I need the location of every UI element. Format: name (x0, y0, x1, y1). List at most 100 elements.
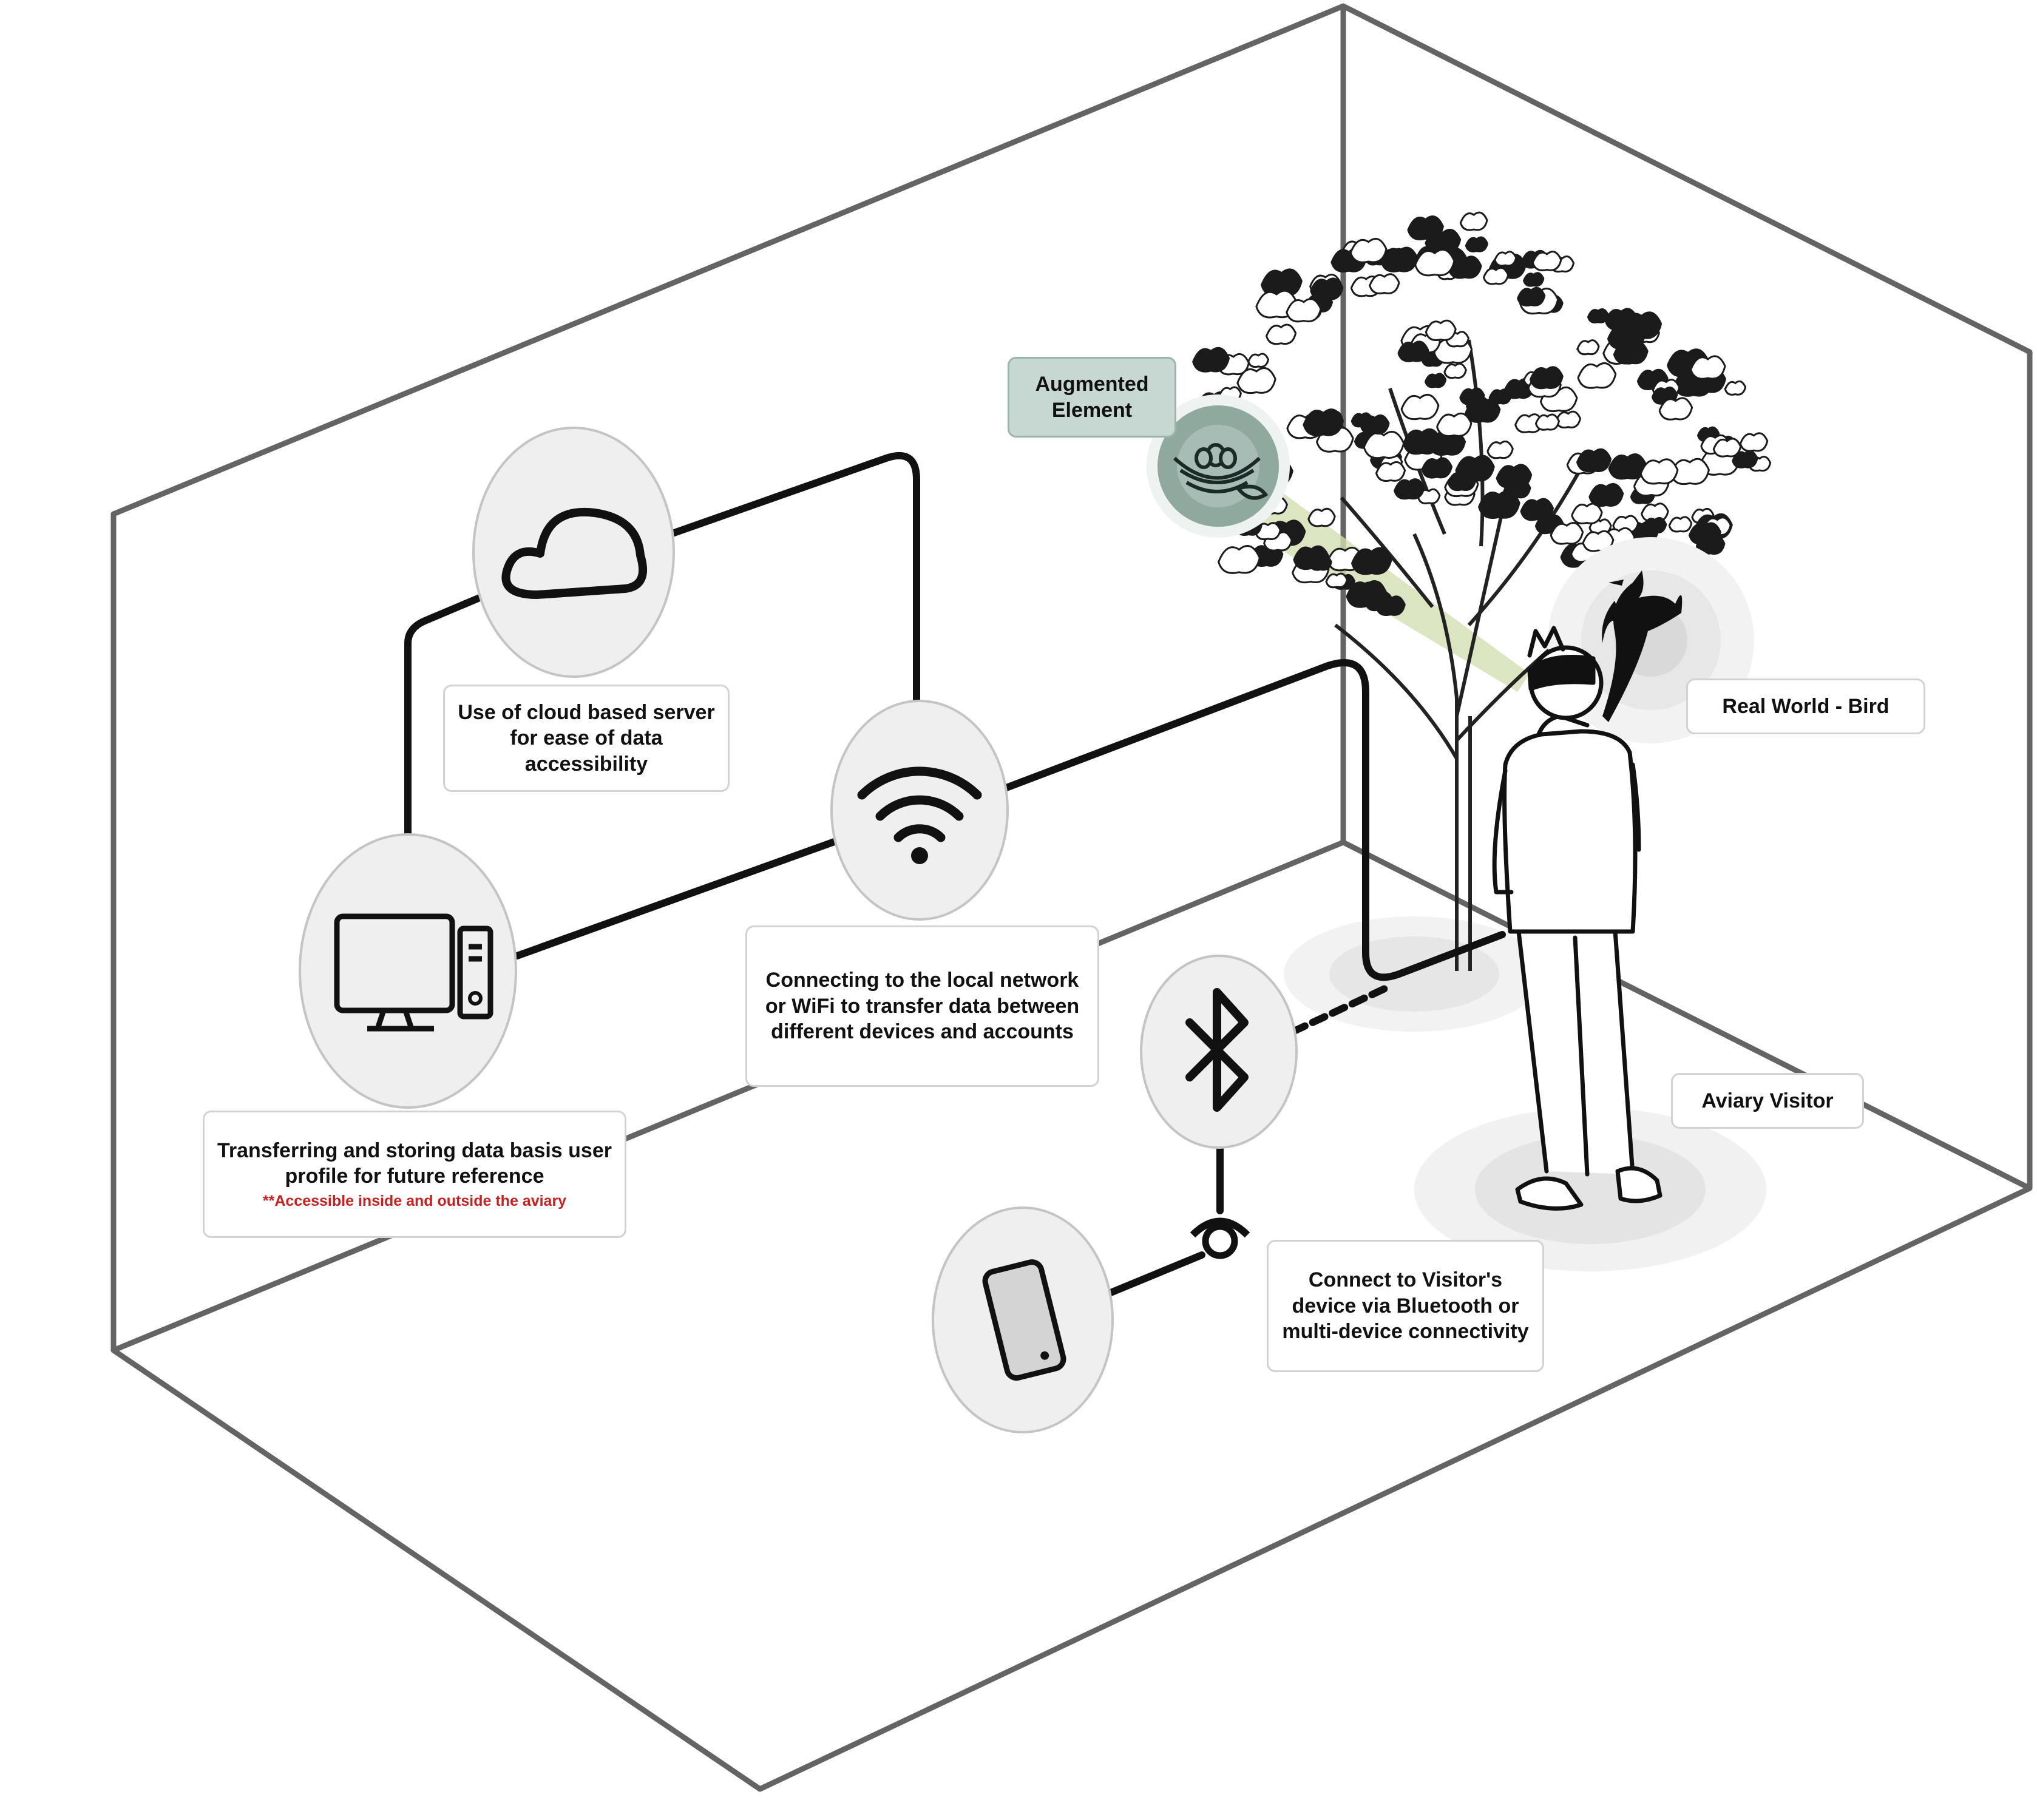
tree-leaf-cluster (1668, 516, 1693, 533)
cloud-node (472, 427, 675, 678)
tree-leaf-cluster (1486, 440, 1514, 459)
tree-leaf-cluster (1435, 412, 1473, 438)
tree-leaf-cluster (1534, 413, 1561, 431)
visitor-label-text: Aviary Visitor (1701, 1089, 1834, 1112)
tree-leaf-cluster (1351, 547, 1392, 575)
tree-leaf-cluster (1582, 530, 1615, 552)
tree-leaf-cluster (1576, 339, 1600, 356)
tree-leaf-cluster (1494, 251, 1517, 267)
tree-leaf-cluster (1465, 236, 1489, 252)
connection-hub (1190, 1217, 1250, 1259)
tree-leaf-cluster (1218, 545, 1261, 574)
tree-leaf-cluster (1397, 340, 1429, 362)
tree-leaf-cluster (1286, 298, 1322, 323)
tree-icon (1171, 211, 1772, 971)
tree-leaf-cluster (1236, 367, 1276, 394)
cloud-icon (501, 507, 648, 599)
tree-leaf-cluster (1360, 414, 1390, 435)
tree-leaf-cluster (1447, 471, 1477, 492)
tree-leaf-cluster (1448, 255, 1482, 279)
bird-nest-icon (1173, 443, 1269, 500)
connector-computer-wifi (513, 837, 841, 959)
tree-leaf-cluster (1303, 408, 1344, 436)
bluetooth-label: Connect to Visitor's device via Bluetoot… (1267, 1240, 1544, 1372)
tree-leaf-cluster (1309, 555, 1332, 571)
wifi-icon (857, 766, 982, 842)
cloud-label-text: Use of cloud based server for ease of da… (458, 700, 715, 776)
tree-leaf-cluster (1639, 458, 1679, 485)
tree-leaf-cluster (1571, 502, 1603, 525)
tree-leaf-cluster (1393, 478, 1425, 500)
tree-leaf-cluster (1522, 272, 1545, 287)
tree-leaf-cluster (1375, 461, 1406, 482)
tree-leaf-cluster (1325, 572, 1348, 589)
visitor-with-headset-icon (1492, 626, 1662, 1211)
tree-leaf-cluster (1739, 432, 1769, 452)
tree-leaf-cluster (1482, 266, 1510, 285)
tree-leaf-cluster (1531, 251, 1562, 271)
cloud-label: Use of cloud based server for ease of da… (443, 685, 730, 792)
tree-leaf-cluster (1641, 502, 1669, 523)
bird-icon (1602, 570, 1683, 722)
tree-leaf-cluster (1417, 488, 1441, 504)
tree-leaf-cluster (1265, 323, 1297, 345)
tree-leaf-cluster (1712, 438, 1742, 458)
tree-leaf-cluster (1577, 362, 1617, 389)
tree-leaf-cluster (1424, 373, 1447, 388)
tree-leaf-cluster (1369, 273, 1400, 295)
tree-leaf-cluster (1402, 428, 1442, 455)
visitor-label: Aviary Visitor (1671, 1073, 1864, 1129)
wifi-label-text: Connecting to the local network or WiFi … (765, 969, 1080, 1044)
room-back-wall-right (1341, 3, 2033, 1191)
tree-leaf-cluster (1310, 277, 1344, 300)
tree-leaf-cluster (1363, 430, 1405, 459)
tree-leaf-cluster (1496, 464, 1533, 489)
tree-leaf-cluster (1732, 450, 1758, 469)
tree-leaf-cluster (1349, 237, 1388, 263)
bluetooth-icon (1185, 988, 1249, 1112)
tree-leaf-cluster (1517, 286, 1546, 307)
tree-leaf-cluster (1724, 380, 1747, 396)
computer-label: Transferring and storing data basis user… (203, 1111, 626, 1238)
tree-leaf-cluster (1400, 393, 1440, 421)
tree-leaf-cluster (1380, 246, 1418, 272)
bird-label: Real World - Bird (1686, 678, 1925, 734)
augmented-element-label: Augmented Element (1008, 357, 1176, 438)
connector-bluetooth-visitor (1289, 983, 1394, 1035)
smartphone-icon (982, 1259, 1066, 1381)
tree-leaf-cluster (1658, 397, 1693, 421)
connector-cloud-wifi (667, 452, 920, 705)
tree-leaf-cluster (1459, 387, 1485, 405)
tree-leaf-cluster (1529, 366, 1564, 390)
tree-leaf-cluster (1690, 355, 1726, 380)
smartphone-node (932, 1206, 1114, 1433)
tree-leaf-cluster (1421, 457, 1453, 479)
tree-leaf-cluster (1520, 498, 1554, 521)
wifi-label: Connecting to the local network or WiFi … (745, 925, 1099, 1087)
tree-leaf-cluster (1407, 215, 1444, 241)
tree-leaf-cluster (1459, 211, 1488, 231)
tree-leaf-cluster (1425, 319, 1457, 342)
computer-node (299, 833, 517, 1109)
computer-label-text: Transferring and storing data basis user… (217, 1138, 612, 1188)
bird-label-text: Real World - Bird (1722, 694, 1890, 718)
desktop-computer-icon (334, 913, 493, 1032)
connector-phone-hub (1107, 1251, 1205, 1296)
tree-leaf-cluster (1247, 353, 1270, 368)
connectors (404, 452, 1506, 1296)
tree-leaf-cluster (1688, 522, 1721, 545)
connector-wifi-headset (1003, 659, 1506, 981)
aviary-room-outline (110, 3, 2033, 1792)
tree-leaf-cluster (1550, 522, 1584, 545)
tree-leaf-cluster (1443, 362, 1467, 379)
augmented-element (1147, 394, 1290, 538)
augmented-element-label-text: Augmented Element (1035, 373, 1149, 422)
tree-leaf-cluster (1642, 516, 1667, 534)
tree-leaf-cluster (1414, 248, 1456, 277)
tree-leaf-cluster (1670, 458, 1710, 485)
wifi-node (830, 700, 1009, 921)
computer-label-note: **Accessible inside and outside the avia… (262, 1192, 567, 1209)
tree-leaf-cluster (1192, 347, 1230, 373)
